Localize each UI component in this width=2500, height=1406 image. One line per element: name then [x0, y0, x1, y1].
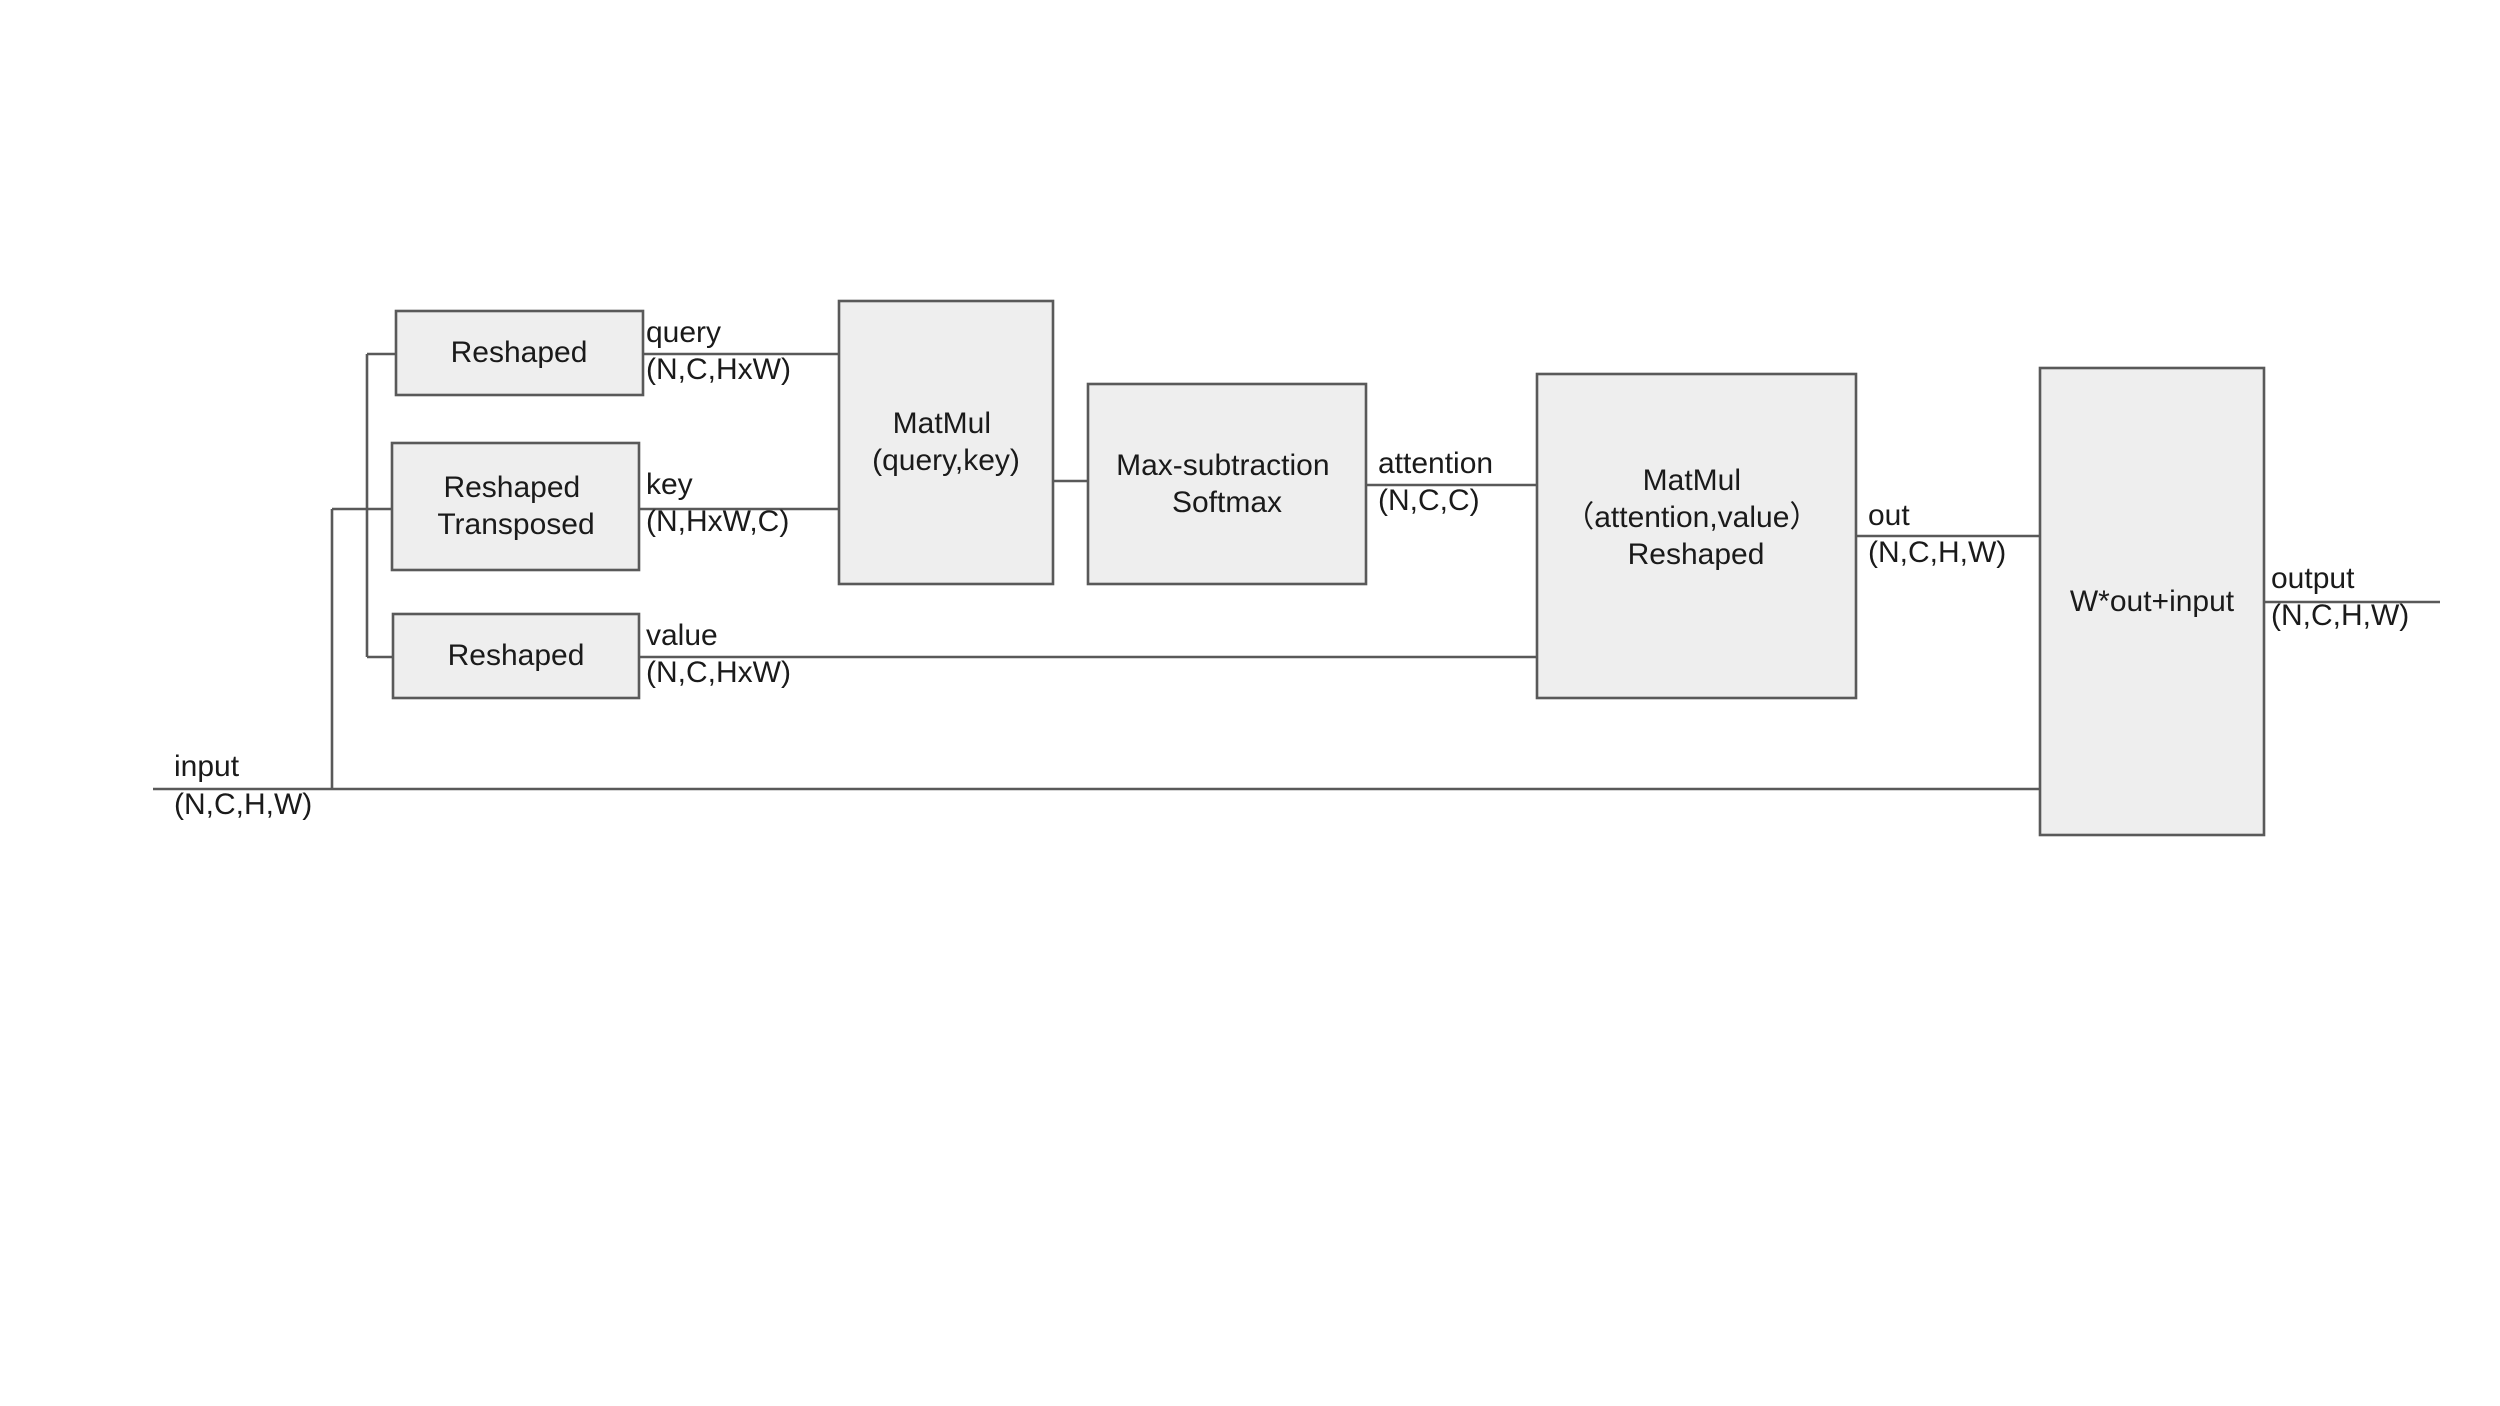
input-shape: (N,C,H,W) [174, 788, 312, 821]
query-edge-label: query (N,C,HxW) [646, 316, 791, 386]
matmul-attention-value-label: MatMul （attention,value） Reshaped [1564, 464, 1828, 571]
reshaped-query-node: Reshaped [394, 309, 645, 397]
attention-edge-label: attention (N,C,C) [1378, 447, 1493, 517]
output-name: output [2271, 562, 2355, 595]
matmul-query-key-label: MatMul (query,key) [872, 407, 1020, 477]
softmax-label: Max-subtraction Softmax [1116, 449, 1338, 519]
value-edge-label: value (N,C,HxW) [646, 619, 791, 689]
query-name: query [646, 316, 721, 349]
connectors [153, 352, 2440, 791]
key-edge-label: key (N,HxW,C) [646, 468, 789, 538]
value-shape: (N,C,HxW) [646, 656, 791, 689]
attention-shape: (N,C,C) [1378, 484, 1480, 517]
key-name: key [646, 468, 693, 501]
out-name: out [1868, 499, 1910, 532]
softmax-node: Max-subtraction Softmax [1086, 382, 1368, 586]
reshaped-transposed-key-node: Reshaped Transposed [390, 441, 641, 572]
input-edge-label: input (N,C,H,W) [174, 750, 312, 821]
key-shape: (N,HxW,C) [646, 505, 789, 538]
reshaped-transposed-key-label: Reshaped Transposed [437, 471, 594, 541]
out-edge-label: out (N,C,H,W) [1868, 499, 2006, 569]
residual-sum-node: W*out+input [2038, 366, 2266, 837]
query-shape: (N,C,HxW) [646, 353, 791, 386]
reshaped-query-label: Reshaped [451, 336, 588, 369]
output-edge-label: output (N,C,H,W) [2271, 562, 2409, 632]
attention-name: attention [1378, 447, 1493, 480]
reshaped-value-label: Reshaped [448, 639, 585, 672]
input-name: input [174, 750, 240, 783]
out-shape: (N,C,H,W) [1868, 536, 2006, 569]
residual-sum-label: W*out+input [2070, 585, 2235, 618]
output-shape: (N,C,H,W) [2271, 599, 2409, 632]
reshaped-value-node: Reshaped [391, 612, 641, 700]
value-name: value [646, 619, 718, 652]
matmul-attention-value-node: MatMul （attention,value） Reshaped [1535, 372, 1858, 700]
matmul-query-key-node: MatMul (query,key) [837, 299, 1055, 586]
